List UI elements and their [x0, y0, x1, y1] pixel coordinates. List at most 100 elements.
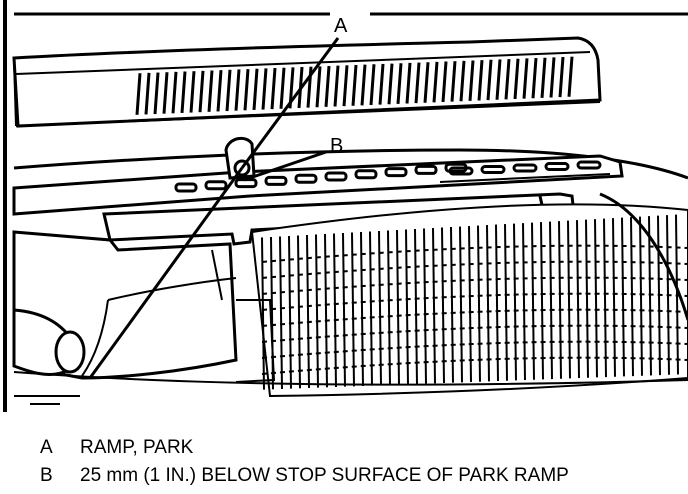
louver-slat — [153, 72, 160, 115]
grille-bar — [459, 226, 463, 383]
louver-slat — [369, 64, 376, 106]
louver-slat — [495, 59, 502, 100]
grille-bar — [432, 228, 436, 384]
grille-bar — [567, 220, 571, 379]
rail-slot — [204, 180, 228, 191]
louver-slat — [333, 65, 340, 107]
louver-slat — [315, 66, 322, 108]
louver-slat — [144, 72, 151, 115]
rail-slot — [354, 169, 378, 180]
grille-bar — [378, 230, 382, 386]
louver-slat — [504, 58, 511, 100]
rail-slot — [384, 167, 408, 178]
park-ramp — [224, 136, 256, 180]
legend-row-a: A RAMP, PARK — [40, 434, 680, 462]
grille-bar — [639, 216, 643, 376]
rail-slot — [264, 175, 288, 186]
grille-rib — [261, 276, 688, 295]
console-body — [12, 230, 276, 383]
louver-slat — [279, 67, 286, 109]
callout-b-label: B — [330, 135, 343, 157]
grille-bar — [405, 229, 409, 385]
callout-a-leader-lower — [88, 167, 244, 379]
bottom-ground-line — [13, 371, 688, 386]
legend-key-a: A — [40, 437, 53, 458]
grille-bar — [495, 224, 499, 382]
grille-bar — [387, 230, 391, 386]
grille-bar — [360, 231, 364, 387]
grille-rib — [261, 260, 688, 279]
legend-key-b: B — [40, 465, 53, 486]
louver-slat — [252, 68, 259, 111]
grille-bar — [414, 229, 418, 385]
rail-slot — [174, 182, 198, 193]
rail-slot — [576, 160, 602, 170]
louver-slat — [198, 70, 205, 113]
grille-bar — [315, 234, 319, 388]
callout-b-leader — [243, 150, 327, 182]
louver-slat — [522, 58, 529, 99]
rail-slot — [448, 166, 474, 176]
louver-slat — [135, 73, 142, 115]
grille-bar — [477, 225, 481, 382]
callout-a-label: A — [334, 15, 348, 37]
upper-louvers — [135, 56, 574, 115]
louver-slat — [171, 71, 178, 114]
grille-bar — [612, 218, 616, 377]
legend-text-a: RAMP, PARK — [80, 437, 194, 458]
louver-slat — [216, 70, 223, 112]
grille-bar — [513, 223, 517, 381]
louver-slat — [450, 61, 457, 102]
grille-bar — [450, 227, 454, 383]
grille-bar — [522, 223, 526, 381]
louver-slat — [414, 62, 421, 104]
louver-slat — [549, 57, 556, 98]
bottom-dash-line — [14, 395, 80, 405]
louver-slat — [486, 59, 493, 101]
grille-rib — [261, 356, 688, 375]
louver-slat — [567, 56, 574, 97]
louver-slat — [396, 63, 403, 105]
grille-bars — [261, 214, 688, 390]
grille-bar — [342, 232, 346, 387]
louver-slat — [207, 70, 214, 112]
louver-slat — [243, 68, 250, 111]
rail-slot — [480, 165, 506, 174]
louver-slat — [342, 65, 349, 107]
rail-slot — [544, 162, 570, 171]
grille-rib — [261, 292, 688, 311]
grille-bar — [396, 230, 400, 385]
louver-slat — [378, 63, 385, 105]
rail-slot — [512, 163, 538, 173]
legend-text-b: 25 mm (1 IN.) BELOW STOP SURFACE OF PARK… — [80, 465, 569, 486]
grille-bar — [423, 228, 427, 384]
grille-bar — [324, 233, 328, 388]
louver-slat — [540, 57, 547, 98]
legend: A RAMP, PARK B 25 mm (1 IN.) BELOW STOP … — [40, 434, 680, 490]
callout-a-leader — [240, 37, 340, 169]
grille-bar — [648, 216, 652, 376]
louver-slat — [162, 72, 169, 114]
louver-slat — [234, 69, 241, 111]
rail-slot — [324, 171, 348, 182]
rail-slot — [294, 173, 318, 184]
louver-slat — [405, 62, 412, 104]
louver-slat — [387, 63, 394, 105]
grille-bar — [369, 231, 373, 386]
lower-grille — [250, 192, 688, 398]
louver-slat — [360, 64, 367, 106]
grille-bar — [504, 224, 508, 381]
grille-bar — [351, 232, 355, 387]
grille-bar — [486, 225, 490, 382]
louver-slat — [270, 67, 277, 110]
grille-rib — [261, 244, 688, 263]
grille-bar — [621, 217, 625, 377]
louver-slat — [459, 60, 466, 102]
grille-bar — [333, 233, 337, 388]
louver-slat — [324, 65, 331, 108]
louver-slat — [180, 71, 187, 114]
louver-slat — [432, 61, 439, 103]
grille-bar — [441, 227, 445, 384]
grille-bar — [540, 222, 544, 380]
